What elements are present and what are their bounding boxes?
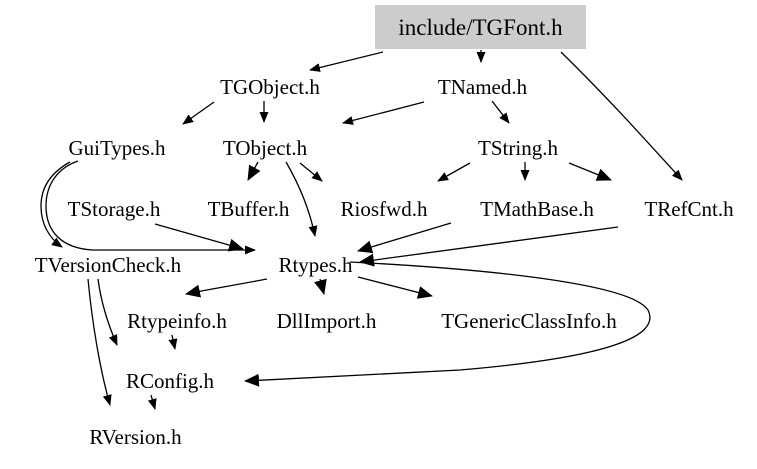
node-tstring-h[interactable]: TString.h [478, 135, 558, 160]
node-tobject-h[interactable]: TObject.h [222, 135, 308, 160]
node-tbuffer-h[interactable]: TBuffer.h [207, 196, 290, 221]
node-include-tgfont-h[interactable]: include/TGFont.h [375, 5, 586, 49]
node-riosfwd-h[interactable]: Riosfwd.h [340, 196, 428, 221]
node-rconfig-h[interactable]: RConfig.h [125, 368, 215, 393]
node-tgenericclassinfo-h[interactable]: TGenericClassInfo.h [441, 308, 617, 333]
node-trefcnt-h[interactable]: TRefCnt.h [644, 196, 734, 221]
node-rtypeinfo-h[interactable]: Rtypeinfo.h [127, 308, 227, 333]
node-rversion-h[interactable]: RVersion.h [89, 424, 182, 449]
node-tgobject-h[interactable]: TGObject.h [220, 74, 320, 99]
node-tversioncheck-h[interactable]: TVersionCheck.h [34, 252, 182, 277]
node-guitypes-h[interactable]: GuiTypes.h [68, 135, 166, 160]
node-tmathbase-h[interactable]: TMathBase.h [480, 196, 594, 221]
node-dllimport-h[interactable]: DllImport.h [276, 308, 377, 333]
node-tnamed-h[interactable]: TNamed.h [437, 74, 528, 99]
node-tstorage-h[interactable]: TStorage.h [67, 196, 161, 221]
node-rtypes-h[interactable]: Rtypes.h [278, 252, 353, 277]
